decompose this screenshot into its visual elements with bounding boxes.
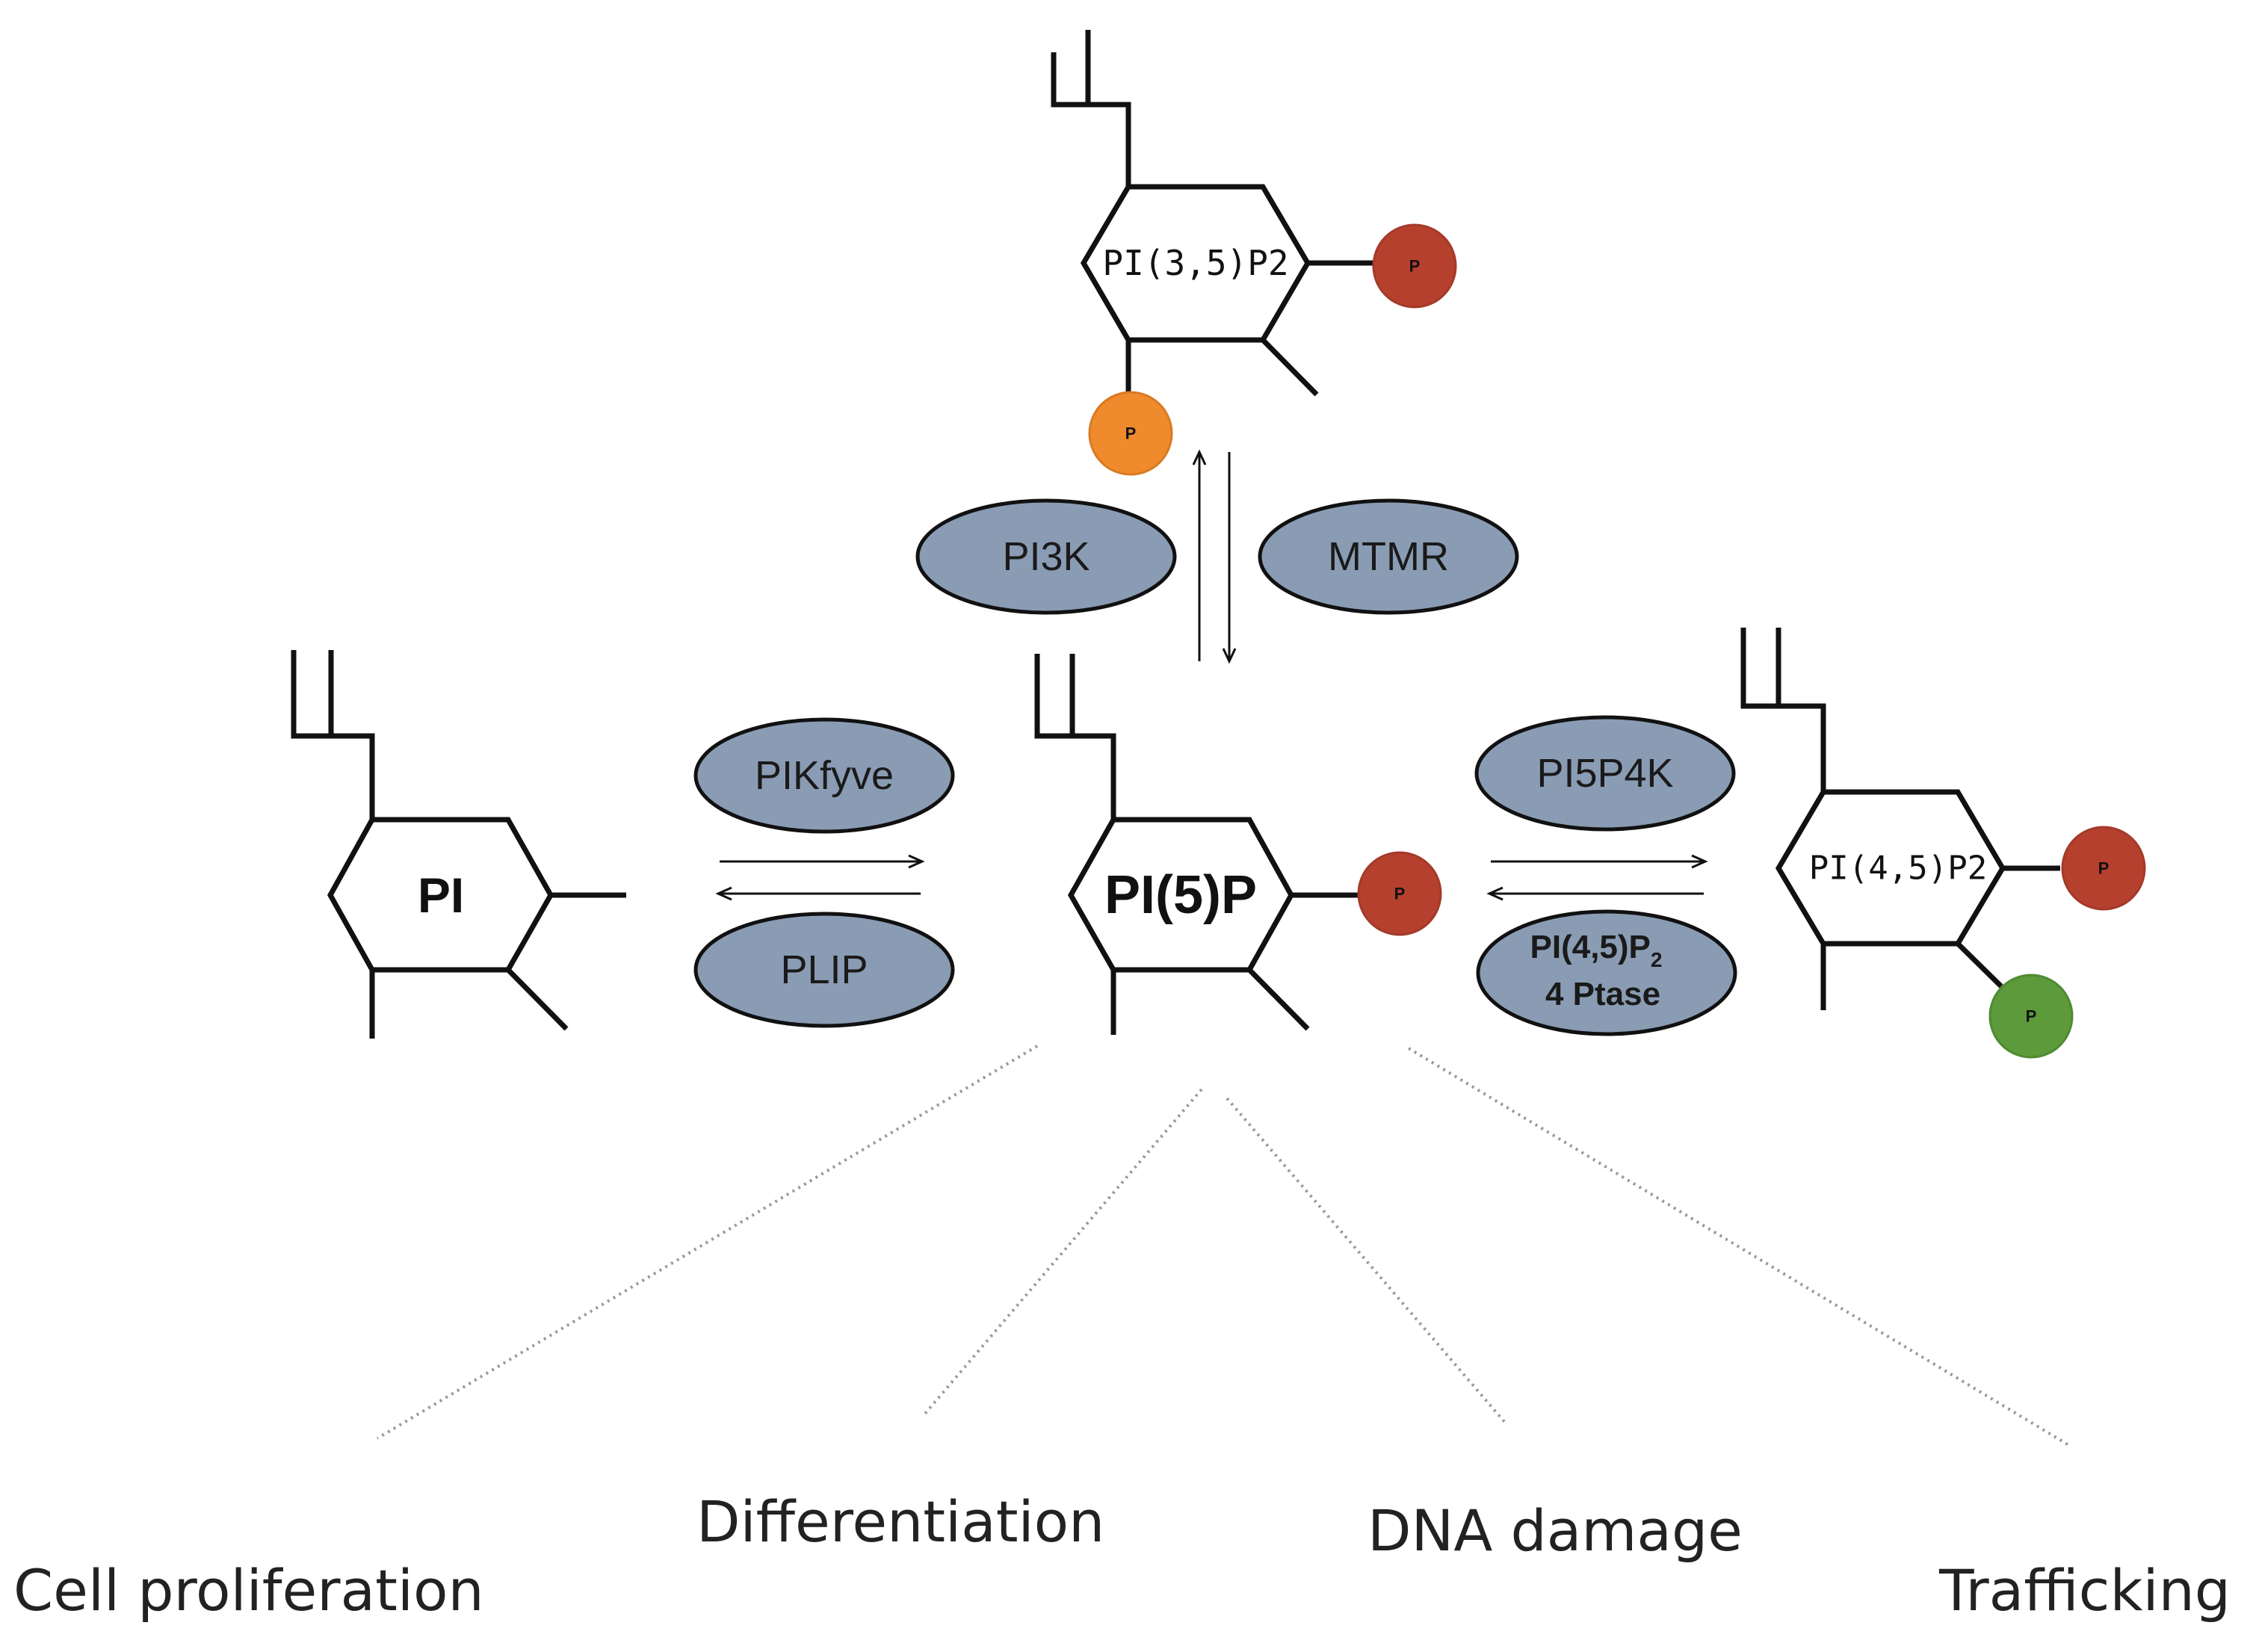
svg-text:4 Ptase: 4 Ptase <box>1545 976 1660 1012</box>
outcome-trafficking: Trafficking <box>1938 1557 2231 1624</box>
pi-molecule: PI <box>291 650 626 1039</box>
pi5p-molecule: PI(5)P P <box>1034 654 1442 1035</box>
pi5p4k-enzyme: PI5P4K <box>1474 715 1736 832</box>
mtmr-enzyme: MTMR <box>1258 498 1519 615</box>
svg-text:PI5P4K: PI5P4K <box>1536 751 1673 796</box>
svg-text:P: P <box>2098 859 2110 878</box>
svg-text:P: P <box>1409 257 1421 276</box>
pi3k-enzyme: PI3K <box>915 498 1177 615</box>
phosphate-green-icon: P <box>1988 974 2074 1059</box>
pikfyve-enzyme: PIKfyve <box>693 717 955 834</box>
svg-text:MTMR: MTMR <box>1328 534 1449 579</box>
pi-label: PI <box>418 867 464 923</box>
pi45p2-4-ptase-enzyme: PI(4,5)P2 4 Ptase <box>1476 909 1737 1036</box>
phosphate-red-icon: P <box>2061 826 2146 911</box>
pi45p2-molecule: PI(4,5)P2 P P <box>1740 628 2146 1059</box>
svg-text:P: P <box>2026 1007 2037 1026</box>
pi5p-label: PI(5)P <box>1104 865 1257 925</box>
svg-text:PI(4,5)P2: PI(4,5)P2 <box>1530 929 1663 971</box>
pi35p2-molecule: PI(3,5)P2 P P <box>1051 30 1457 476</box>
svg-text:PI3K: PI3K <box>1002 534 1090 579</box>
phosphate-red-icon: P <box>1357 851 1442 936</box>
outcome-dna-damage: DNA damage <box>1367 1497 1743 1564</box>
phosphate-red-icon: P <box>1372 223 1457 309</box>
phosphate-orange-icon: P <box>1088 391 1173 476</box>
right-equilibrium-arrows <box>1486 854 1708 901</box>
pi35p2-label: PI(3,5)P2 <box>1102 243 1288 283</box>
outcome-cell-proliferation: Cell proliferation <box>13 1557 484 1624</box>
pi45p2-label: PI(4,5)P2 <box>1809 850 1987 888</box>
outcome-connectors <box>376 1045 2071 1447</box>
vertical-equilibrium-arrows <box>1192 449 1237 664</box>
outcome-differentiation: Differentiation <box>696 1488 1104 1555</box>
svg-text:P: P <box>1125 424 1137 443</box>
svg-text:PLIP: PLIP <box>780 947 868 992</box>
plip-enzyme: PLIP <box>693 912 955 1028</box>
svg-text:P: P <box>1394 885 1406 903</box>
left-equilibrium-arrows <box>715 854 925 901</box>
svg-text:PIKfyve: PIKfyve <box>755 753 894 798</box>
